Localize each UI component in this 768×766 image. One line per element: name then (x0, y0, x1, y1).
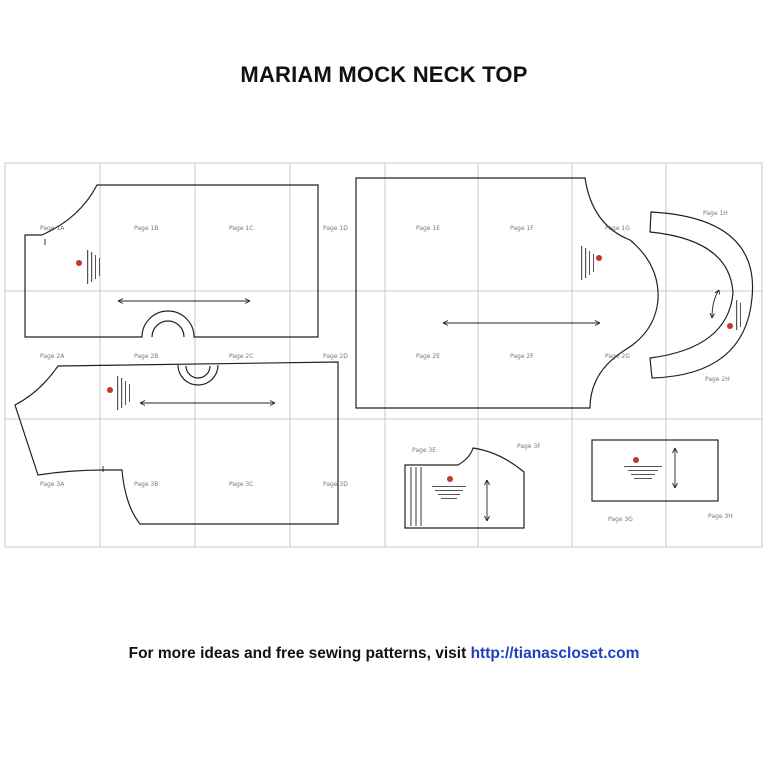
page-label: Page 1F (510, 225, 534, 232)
page-label: Page 3A (40, 481, 65, 488)
back-bodice-piece (24, 184, 319, 338)
footer-text: For more ideas and free sewing patterns,… (128, 645, 471, 662)
page-label: Page 2G (605, 353, 630, 360)
logo-mark (624, 457, 662, 479)
page-label: Page 2C (229, 353, 253, 360)
page-label: Page 1D (323, 225, 348, 232)
logo-mark (76, 250, 100, 284)
page-label: Page 3F (517, 443, 541, 450)
logo-mark (581, 246, 602, 280)
page-label: Page 3D (323, 481, 348, 488)
page-label: Page 3B (134, 481, 158, 488)
sleeve-body-piece (355, 177, 659, 409)
front-bodice-piece (14, 361, 339, 525)
page-label: Page 3E (412, 447, 436, 454)
page-labels: Page 1A Page 1B Page 1C Page 1D Page 1E … (40, 210, 733, 523)
website-link[interactable]: http://tianascloset.com (470, 645, 640, 662)
page-label: Page 3H (708, 513, 733, 520)
sleeve-piece (404, 447, 525, 529)
page-label: Page 2A (40, 353, 65, 360)
page-label: Page 2D (323, 353, 348, 360)
page-label: Page 1H (703, 210, 728, 217)
band-piece (591, 439, 719, 502)
pattern-title: MARIAM MOCK NECK TOP (240, 62, 528, 87)
page-label: Page 2E (416, 353, 440, 360)
page-label: Page 1G (605, 225, 630, 232)
collar-piece (649, 211, 754, 379)
page-label: Page 3C (229, 481, 253, 488)
page-label: Page 1E (416, 225, 440, 232)
logo-mark (727, 300, 741, 330)
page-label: Page 2F (510, 353, 534, 360)
page-label: Page 2B (134, 353, 158, 360)
page-label: Page 1A (40, 225, 65, 232)
page-label: Page 3G (608, 516, 633, 523)
page-label: Page 1C (229, 225, 253, 232)
logo-mark (107, 376, 130, 410)
footer-line: For more ideas and free sewing patterns,… (0, 645, 768, 663)
page-label: Page 1B (134, 225, 158, 232)
logo-mark (432, 476, 466, 499)
page-label: Page 2H (705, 376, 730, 383)
page-grid (4, 162, 763, 548)
